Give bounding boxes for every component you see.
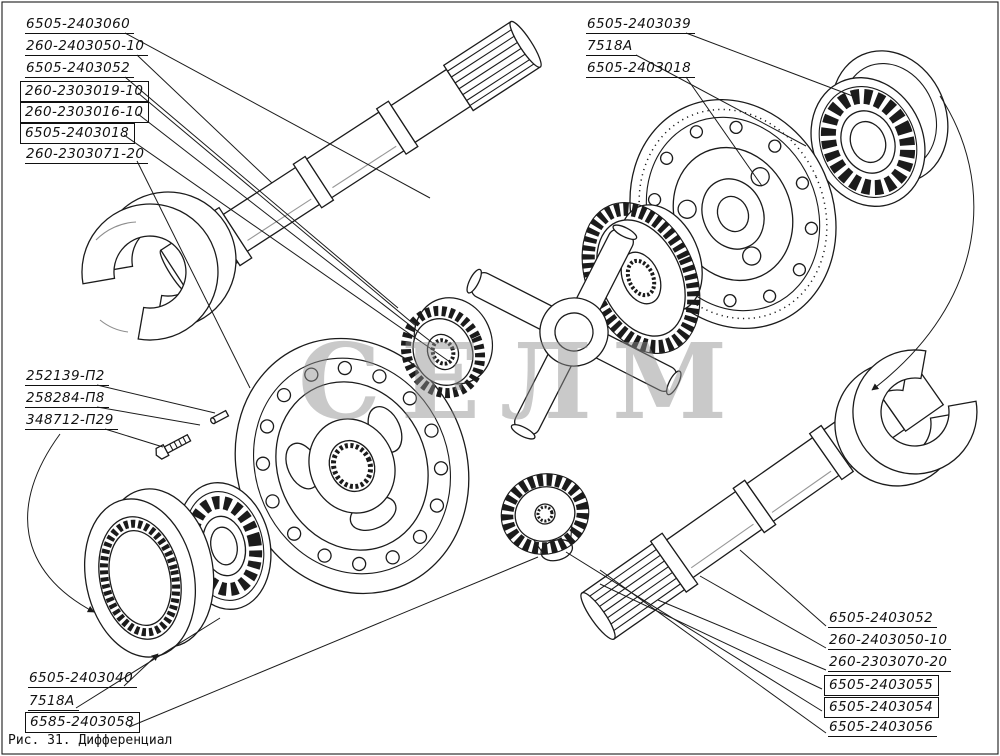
part-label: 6505-2403040 (28, 670, 138, 688)
spider-cross (466, 224, 682, 440)
pinion-gear (500, 473, 590, 562)
part-label: 6585-2403058 (25, 712, 141, 733)
upper-shaft-fork (81, 191, 237, 341)
part-label: 6505-2403018 (20, 123, 136, 144)
part-label: 6505-2403052 (25, 60, 135, 78)
lock-pin (210, 409, 230, 425)
side-gear (400, 297, 494, 399)
part-label: 6505-2403054 (824, 697, 940, 718)
part-label: 260-2303019-10 (20, 81, 150, 102)
watermark-text: СЕЛМ (298, 320, 747, 443)
upper-axle-shaft (159, 20, 542, 295)
part-label: 7518A (28, 693, 79, 711)
part-label: 260-2403050-10 (828, 632, 952, 650)
part-label: 348712-П29 (25, 412, 118, 430)
part-label: 260-2303070-20 (828, 654, 952, 672)
part-label: 260-2303016-10 (20, 102, 150, 123)
figure-caption: Рис. 31. Дифференциал (8, 733, 173, 748)
part-label: 7518A (586, 38, 637, 56)
part-label: 6505-2403039 (586, 16, 696, 34)
leader-lines (27, 32, 975, 734)
part-label: 252139-П2 (25, 368, 109, 386)
part-label: 260-2403050-10 (25, 38, 149, 56)
part-label: 258284-П8 (25, 390, 109, 408)
part-label: 6505-2403056 (828, 719, 938, 737)
part-label: 6505-2403055 (824, 675, 940, 696)
part-label: 260-2303071-20 (25, 146, 149, 164)
differential-case-left-half (234, 337, 470, 595)
bolt (155, 433, 192, 460)
part-label: 6505-2403060 (25, 16, 135, 34)
part-label: 6505-2403052 (828, 610, 938, 628)
taper-roller-bearing-right (810, 50, 949, 207)
bevel-side-gear (581, 202, 703, 354)
part-label: 6505-2403018 (586, 60, 696, 78)
